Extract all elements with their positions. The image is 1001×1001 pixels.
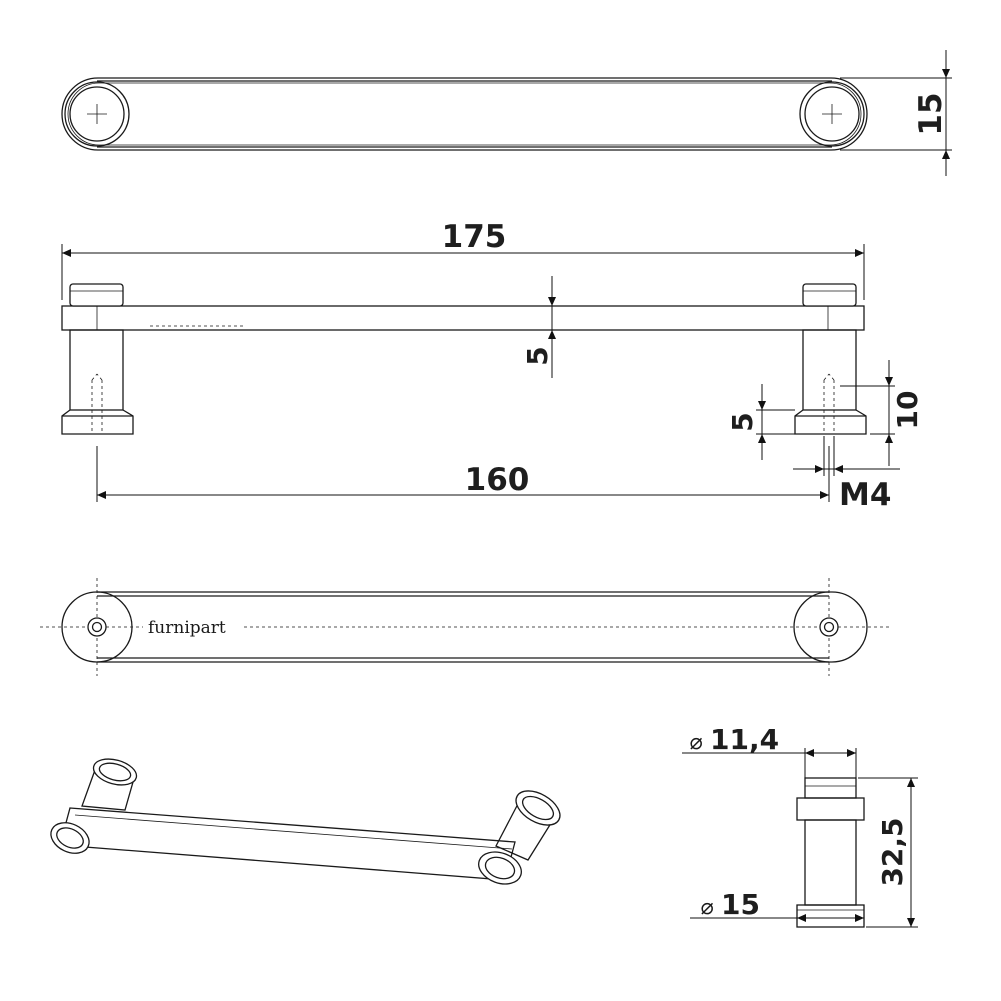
dim-32-5-label: 32,5	[876, 817, 909, 886]
dim-5-base-label: 5	[726, 412, 759, 431]
dim-15-label: 15	[913, 92, 949, 135]
bottom-view: furnipart	[40, 578, 890, 676]
thread-m4-label: M4	[839, 477, 891, 513]
front-view	[61, 283, 867, 435]
dimension-post-diameter: ⌀ 11,4	[682, 723, 857, 778]
dimension-post-height: 32,5	[858, 777, 918, 928]
dim-15-base-label: 15	[721, 888, 760, 921]
dim-11-4-label: 11,4	[710, 723, 779, 756]
isometric-view	[50, 758, 561, 885]
dimension-thread-size: M4	[793, 436, 900, 513]
dim-160-label: 160	[465, 462, 530, 498]
diameter-symbol-icon: ⌀	[689, 730, 703, 755]
dimension-base-height: 5	[726, 384, 795, 460]
post-side-view	[796, 777, 865, 928]
dim-10-label: 10	[891, 391, 924, 430]
dimension-bar-thickness: 5	[521, 276, 556, 378]
furnipart-logo: furnipart	[148, 618, 226, 638]
dimension-thread-depth: 10	[840, 360, 924, 466]
top-view	[61, 77, 868, 151]
dim-5-bar-label: 5	[521, 346, 554, 365]
dimension-overall-length: 175	[61, 219, 865, 300]
dimension-hole-spacing: 160	[96, 446, 830, 502]
dimension-base-diameter: ⌀ 15	[690, 888, 865, 925]
dimension-top-height: 15	[840, 50, 952, 176]
diameter-symbol-icon: ⌀	[700, 895, 714, 920]
dim-175-label: 175	[442, 219, 507, 255]
